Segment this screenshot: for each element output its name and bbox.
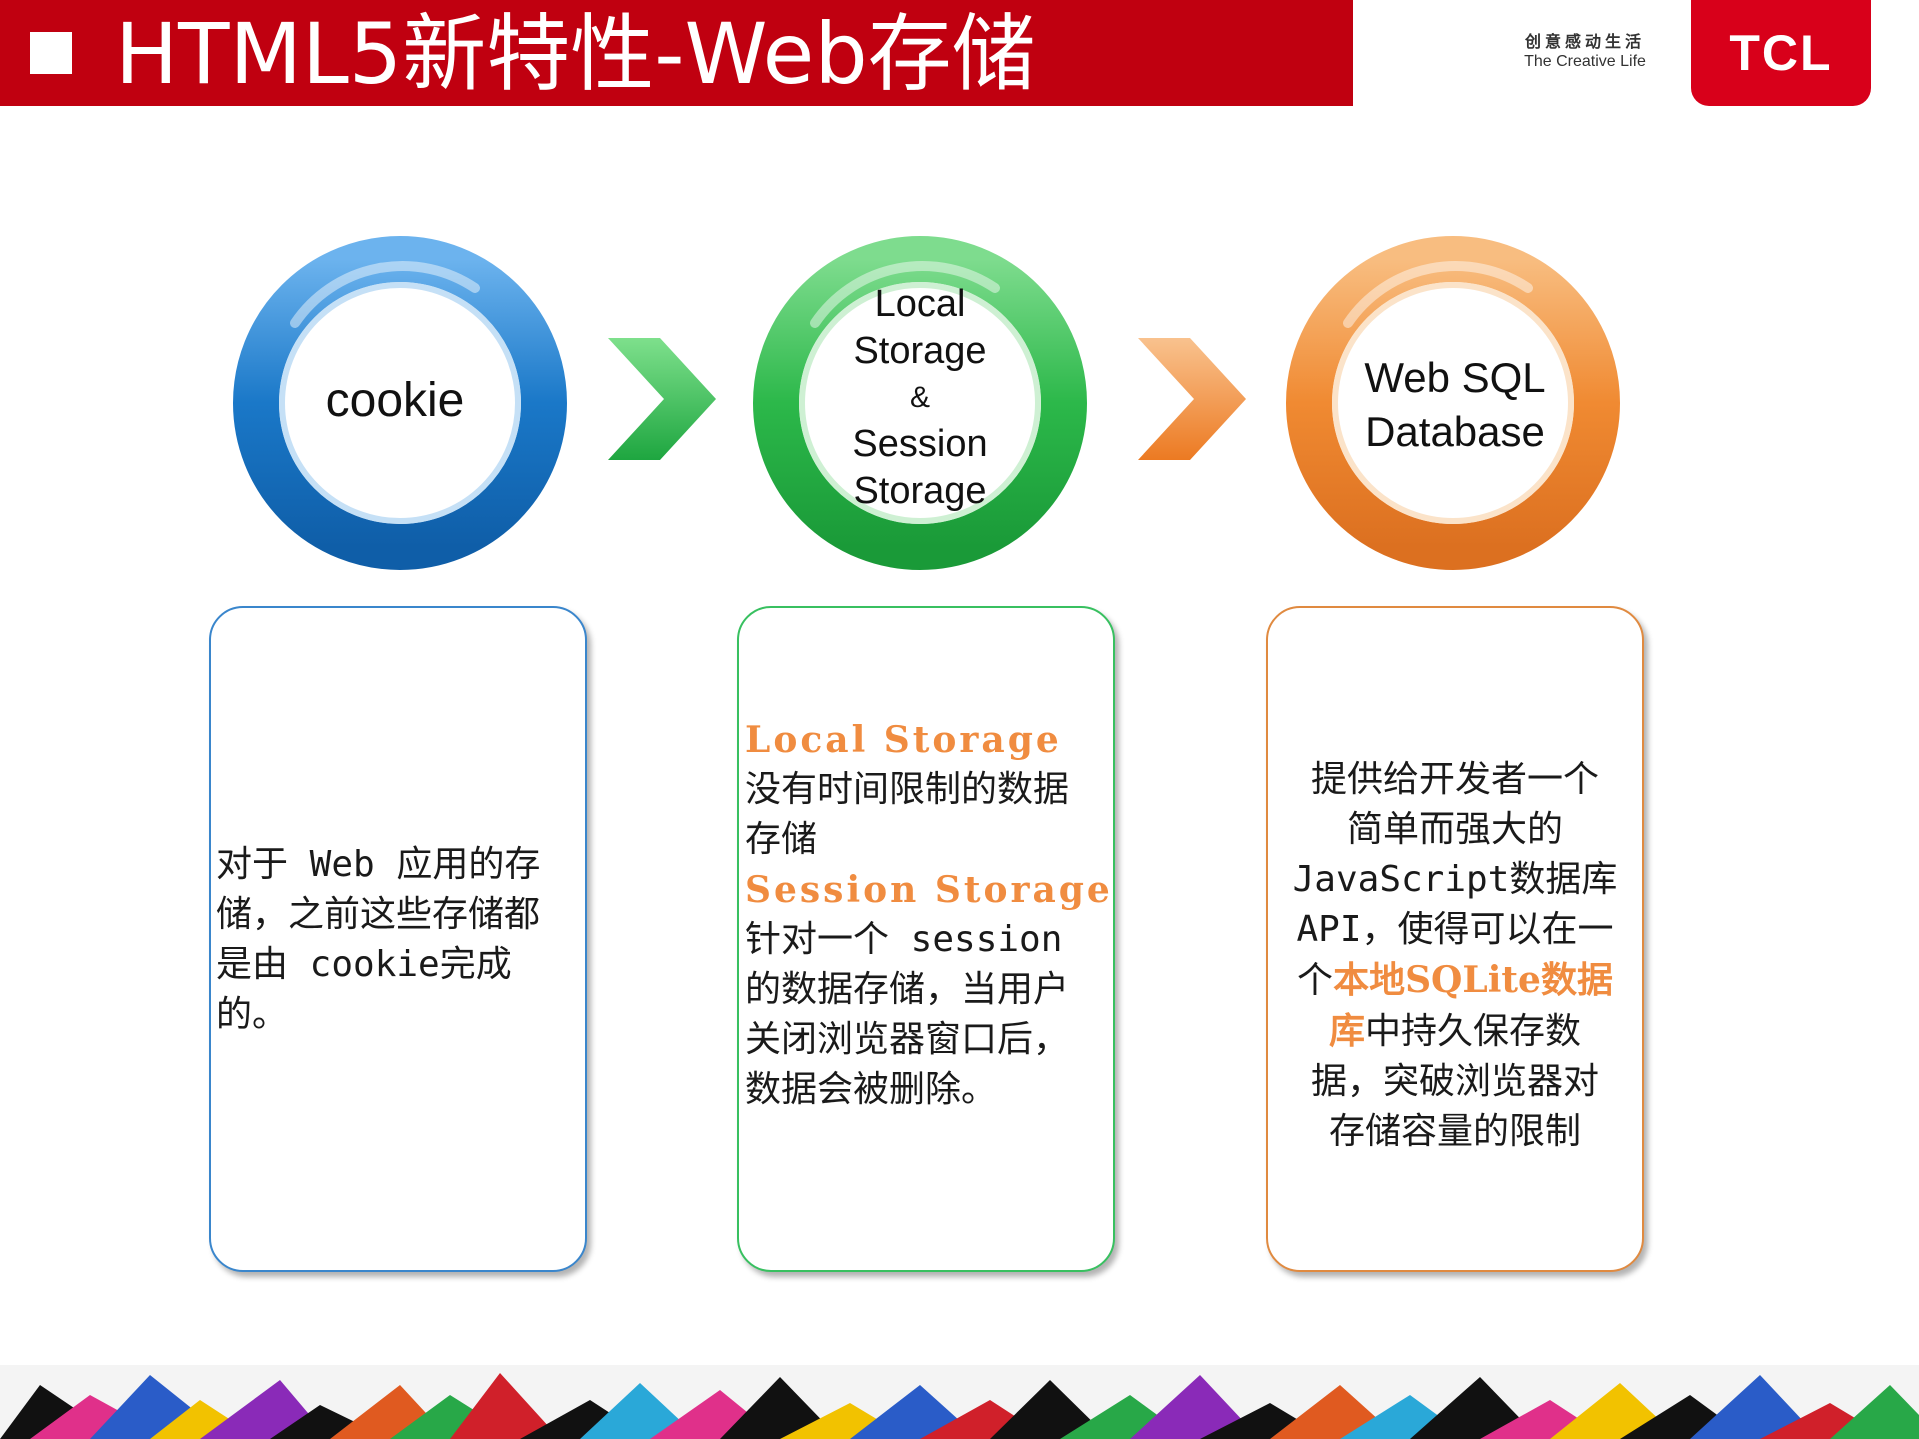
description-line: 关闭浏览器窗口后， — [745, 1015, 1115, 1065]
web-sql-ring-label: Web SQL Database — [1320, 340, 1590, 470]
description-line: 存储容量的限制 — [1275, 1107, 1635, 1157]
ring-line-storage-2: Storage — [853, 468, 986, 515]
description-line: 数据会被删除。 — [745, 1065, 1115, 1115]
ring-line-session: Session — [852, 421, 987, 468]
description-line: 的。 — [216, 990, 576, 1040]
storage-description: Local Storage 没有时间限制的数据 存储 Session Stora… — [745, 715, 1115, 1115]
title-bar: HTML5新特性-Web存储 — [0, 0, 1353, 106]
ring-line-web-sql: Web SQL — [1364, 351, 1545, 405]
description-line: 储，之前这些存储都 — [216, 890, 576, 940]
page-title: HTML5新特性-Web存储 — [115, 2, 1036, 106]
cookie-description: 对于 Web 应用的存 储，之前这些存储都 是由 cookie完成 的。 — [216, 840, 576, 1040]
local-session-ring-label: Local Storage & Session Storage — [820, 278, 1020, 518]
green-chevron-arrow-icon — [608, 338, 716, 460]
description-line: JavaScript数据库 — [1275, 855, 1635, 905]
description-line: 没有时间限制的数据 — [745, 765, 1115, 815]
description-line: API，使得可以在一 — [1275, 905, 1635, 955]
tcl-logo: TCL — [1691, 0, 1871, 106]
web-sql-description: 提供给开发者一个 简单而强大的 JavaScript数据库 API，使得可以在一… — [1275, 755, 1635, 1157]
local-storage-heading: Local Storage — [745, 715, 1115, 765]
sqlite-highlight: 本地SQLite数据 — [1333, 959, 1613, 1001]
session-storage-heading: Session Storage — [745, 865, 1115, 915]
description-line: 针对一个 session — [745, 915, 1115, 965]
description-line: 对于 Web 应用的存 — [216, 840, 576, 890]
description-line: 简单而强大的 — [1275, 805, 1635, 855]
sqlite-highlight: 库 — [1329, 1010, 1365, 1052]
description-line: 存储 — [745, 815, 1115, 865]
title-bullet-icon — [30, 32, 72, 74]
description-line: 的数据存储，当用户 — [745, 965, 1115, 1015]
slogan-english: The Creative Life — [1500, 52, 1670, 72]
orange-chevron-arrow-icon — [1138, 338, 1246, 460]
ring-line-local: Local — [875, 281, 966, 328]
description-line: 是由 cookie完成 — [216, 940, 576, 990]
slogan: 创意感动生活 The Creative Life — [1500, 32, 1670, 72]
description-line: 个本地SQLite数据 — [1275, 955, 1635, 1006]
ring-line-storage: Storage — [853, 328, 986, 375]
ring-line-database: Database — [1365, 405, 1545, 459]
cookie-ring-label: cookie — [300, 340, 490, 460]
slogan-chinese: 创意感动生活 — [1500, 32, 1670, 52]
decorative-footer-strip — [0, 1365, 1919, 1439]
description-text: 个 — [1297, 960, 1333, 1001]
description-line: 库中持久保存数 — [1275, 1006, 1635, 1057]
description-line: 据，突破浏览器对 — [1275, 1057, 1635, 1107]
description-line: 提供给开发者一个 — [1275, 755, 1635, 805]
ring-line-ampersand: & — [910, 375, 930, 421]
description-text: 中持久保存数 — [1365, 1011, 1581, 1052]
